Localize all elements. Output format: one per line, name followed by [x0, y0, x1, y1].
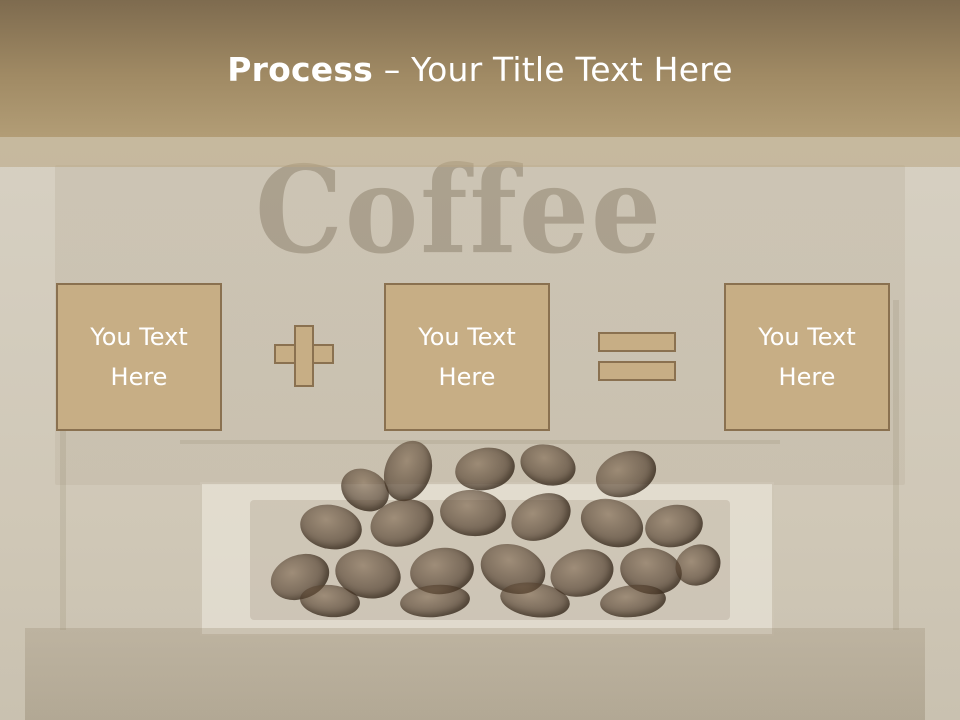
process-box-1[interactable]: You Text Here	[56, 283, 222, 431]
background-post-left	[60, 300, 66, 630]
process-box-1-text: You Text Here	[90, 323, 188, 391]
title-underband	[0, 137, 960, 167]
background-post-right	[893, 300, 899, 630]
process-box-3-text: You Text Here	[758, 323, 856, 391]
process-box-2-text: You Text Here	[418, 323, 516, 391]
background-ledge	[180, 440, 780, 444]
process-box-3[interactable]: You Text Here	[724, 283, 890, 431]
slide-title[interactable]: Process – Your Title Text Here	[0, 50, 960, 89]
title-bar: Process – Your Title Text Here	[0, 0, 960, 137]
slide-title-rest: – Your Title Text Here	[373, 50, 733, 89]
background-base	[25, 628, 925, 720]
process-box-2[interactable]: You Text Here	[384, 283, 550, 431]
slide-title-bold: Process	[227, 50, 374, 89]
